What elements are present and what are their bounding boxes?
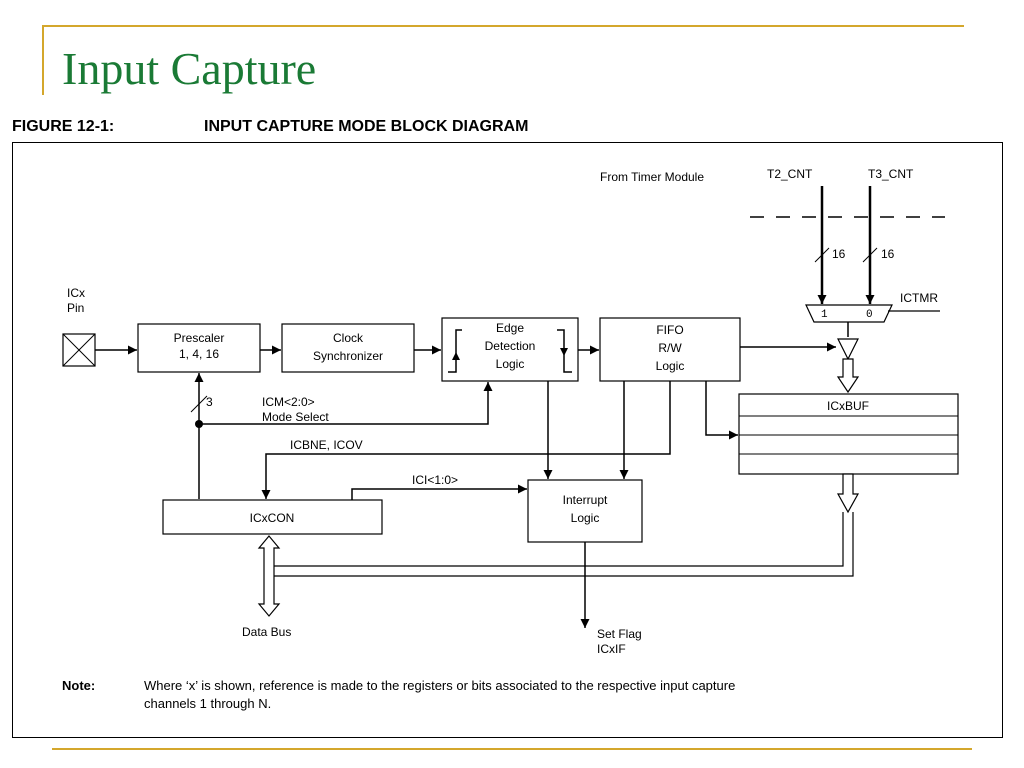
prescaler-label-line1: Prescaler [174, 331, 225, 345]
fifo-label-line2: R/W [658, 341, 682, 355]
t3-bus-width: 16 [881, 247, 895, 261]
data-bus-line-inner [274, 512, 844, 567]
t3-cnt-label: T3_CNT [868, 167, 914, 181]
set-flag-label-line2: ICxIF [597, 642, 626, 656]
data-bus-label: Data Bus [242, 625, 291, 639]
fifo-to-icxbuf [705, 381, 738, 440]
edge-label-line3: Logic [496, 357, 525, 371]
data-bus-line-outer [274, 512, 854, 577]
timer-source-label: From Timer Module [600, 170, 704, 184]
diagram-frame [12, 142, 1003, 738]
icxcon-register [162, 499, 383, 535]
data-bus-arrow [257, 535, 281, 617]
fifo-label-line1: FIFO [656, 323, 683, 337]
icxbuf-label: ICxBUF [827, 399, 869, 413]
edge-label-line1: Edge [496, 321, 524, 335]
t2-bus-width: 16 [832, 247, 846, 261]
mux-input-1: 1 [821, 309, 828, 321]
edge-label-line2: Detection [485, 339, 536, 353]
interrupt-logic-block [527, 479, 643, 543]
note-text-line2: channels 1 through N. [144, 696, 271, 711]
figure-title: INPUT CAPTURE MODE BLOCK DIAGRAM [204, 118, 529, 135]
buffer-output-gate [836, 473, 860, 514]
title-rule-side [42, 25, 44, 95]
pin-label-line1: ICx [67, 286, 85, 300]
mode-bus-slash [190, 395, 208, 413]
mode-select-to-edge [199, 382, 493, 425]
clock-label-line2: Synchronizer [313, 349, 383, 363]
set-flag-label-line1: Set Flag [597, 627, 642, 641]
status-to-icxcon [261, 381, 671, 499]
icxbuf-register [738, 393, 959, 475]
buffer-gate [837, 338, 859, 361]
t3-bus-slash [862, 247, 878, 263]
rising-edge-arrow [452, 352, 460, 360]
mux-input-0: 0 [866, 309, 873, 321]
clock-synchronizer-block [281, 323, 415, 373]
footer-rule [52, 748, 972, 750]
falling-edge-arrow [560, 348, 568, 356]
slide-title: Input Capture [62, 43, 317, 94]
prescaler-block [137, 323, 261, 373]
edge-detection-block [441, 317, 579, 382]
mode-select-label-line1: ICM<2:0> [262, 395, 315, 409]
timer-mux [805, 304, 893, 323]
ici-to-interrupt [351, 484, 527, 500]
rising-edge-symbol [448, 329, 462, 373]
interrupt-label-line1: Interrupt [563, 493, 608, 507]
pin-label-line2: Pin [67, 301, 84, 315]
prescaler-label-line2: 1, 4, 16 [179, 347, 219, 361]
fifo-label-line3: Logic [656, 359, 685, 373]
mux-select-label: ICTMR [900, 291, 938, 305]
clock-label-line1: Clock [333, 331, 364, 345]
interrupt-label-line2: Logic [571, 511, 600, 525]
mode-bus-width: 3 [206, 395, 213, 409]
note-label: Note: [62, 678, 95, 693]
status-bits-label: ICBNE, ICOV [290, 438, 363, 452]
title-rule-top [42, 25, 964, 27]
t2-bus-slash [814, 247, 830, 263]
pin-cross-b [62, 333, 96, 367]
note-text-line1: Where ‘x’ is shown, reference is made to… [144, 678, 735, 693]
mode-select-label-line2: Mode Select [262, 410, 329, 424]
ici-bits-label: ICI<1:0> [412, 473, 458, 487]
t2-cnt-label: T2_CNT [767, 167, 813, 181]
figure-label: FIGURE 12-1: [12, 118, 115, 135]
capture-to-buffer-arrow [836, 358, 860, 394]
icxcon-label: ICxCON [250, 511, 295, 525]
